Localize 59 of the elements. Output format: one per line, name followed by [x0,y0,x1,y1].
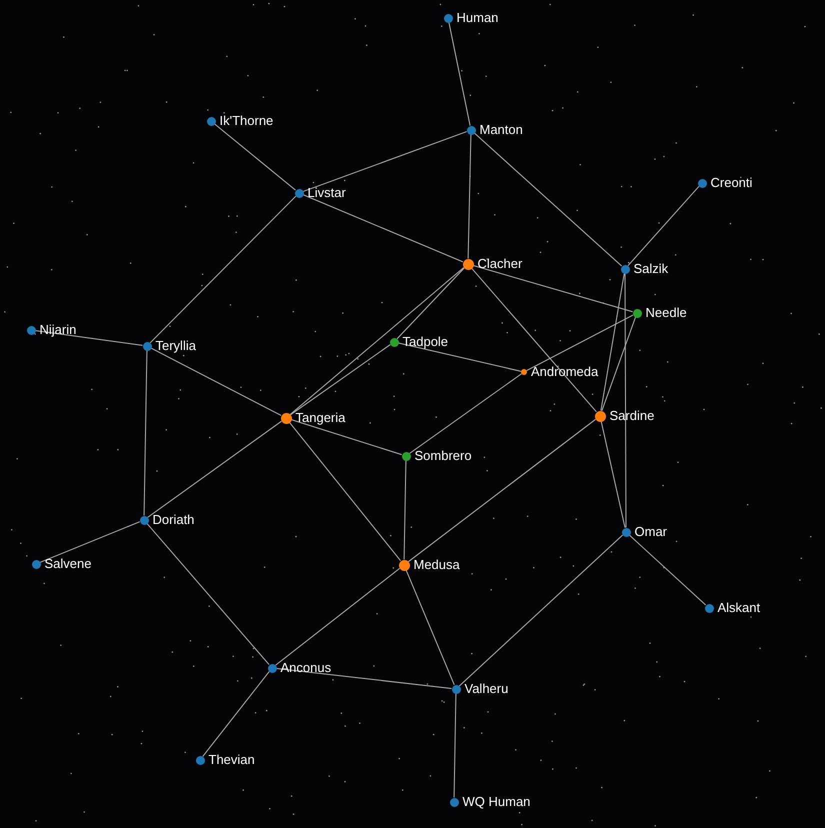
node-label: Manton [480,121,523,139]
connector-line [150,196,296,344]
connector-line [398,342,522,372]
node-label: Medusa [414,556,460,574]
connector-line [404,460,406,560]
connector-line [628,186,700,266]
node-label: Anconus [280,659,332,677]
node-label: Clacher [478,255,522,273]
node-label: Ik'Thorne [220,112,274,130]
connector-line [628,534,706,606]
node-label: Alskant [718,599,760,617]
node-label: Salzik [634,260,668,278]
connector-line [146,522,270,666]
connector-line [290,344,391,416]
node-label: Livstar [308,184,346,202]
connector-line [288,422,402,562]
node-label: Tadpole [402,333,448,351]
connector-line [276,668,452,689]
node-label: Sombrero [414,447,472,465]
node-label: Creonti [710,174,752,192]
connector-line [600,272,625,412]
node-label: Teryllia [156,337,196,355]
node-label: Omar [634,523,667,541]
connector-line [147,420,282,518]
connector-line [396,268,465,340]
node-label: Nijarin [40,321,76,339]
connector-line [34,330,144,346]
node-label: Valheru [464,680,508,698]
connector-line [290,419,402,456]
connector-line [458,534,624,686]
connector-line [275,568,400,666]
connector-line [144,350,148,516]
connector-line [468,134,472,259]
connector-line [448,22,471,126]
node-label: Tangeria [296,409,346,427]
connector-line [471,268,597,412]
connector-line [214,123,296,191]
node-label: Human [456,9,498,27]
node-label: Salvene [44,555,92,573]
node-label: Needle [646,304,687,322]
connector-line [474,132,622,266]
connector-line [40,521,140,563]
connector-line [600,420,626,528]
connector-line [202,671,270,757]
node-label: Thevian [208,751,255,769]
connector-line [150,348,282,416]
connector-line [526,314,634,372]
connector-line [601,316,636,412]
connector-line [408,418,596,562]
connector-line [409,373,522,454]
connector-line [472,265,634,312]
node-label: Doriath [152,511,194,529]
connector-line [624,273,626,528]
connector-line [302,131,468,192]
connector-line [302,194,464,262]
connector-line [290,267,464,415]
connector-line [406,570,455,686]
connector-line [454,693,456,798]
node-label: WQ Human [462,793,530,811]
